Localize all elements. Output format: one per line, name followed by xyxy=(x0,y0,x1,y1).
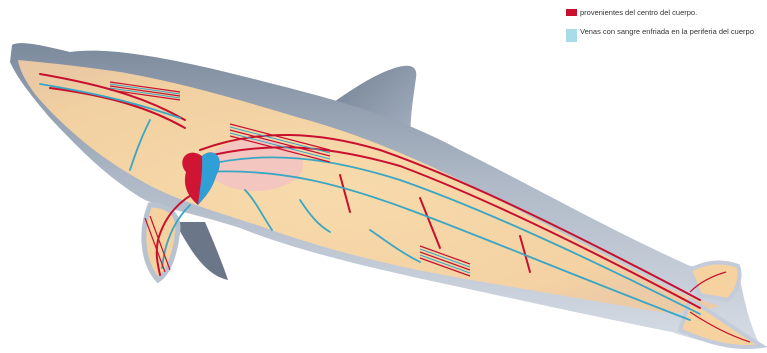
legend-label-arteries: provenientes del centro del cuerpo. xyxy=(580,8,697,17)
far-pectoral-fin xyxy=(175,222,228,280)
legend-item-arteries: provenientes del centro del cuerpo. xyxy=(566,8,762,17)
legend-swatch-arteries xyxy=(566,9,577,16)
legend: provenientes del centro del cuerpo. Vena… xyxy=(566,8,762,46)
legend-swatch-veins xyxy=(566,29,577,42)
legend-label-veins: Venas con sangre enfriada en la periferi… xyxy=(580,27,754,36)
pectoral-fin xyxy=(144,205,178,280)
legend-item-veins: Venas con sangre enfriada en la periferi… xyxy=(566,27,762,36)
